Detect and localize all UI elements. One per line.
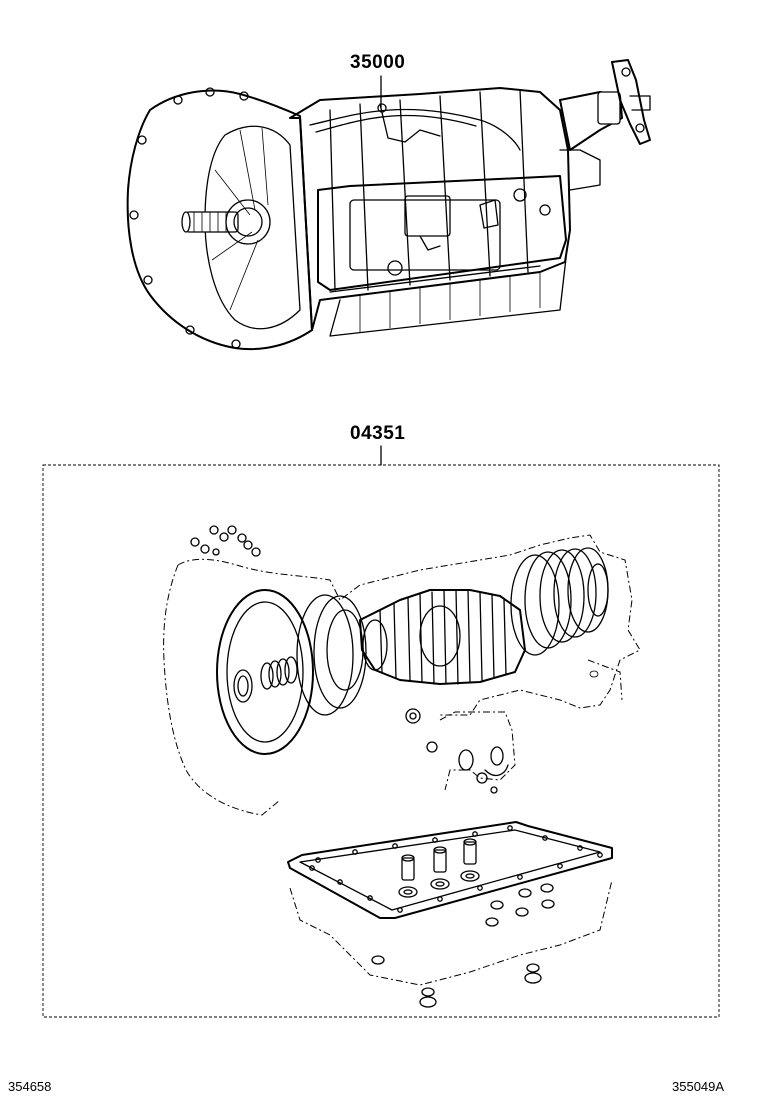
transmission-assembly-illustration [126, 59, 651, 351]
kit-dashed-border [42, 464, 720, 1018]
drain-plug-gaskets [419, 963, 542, 1008]
oil-pan-gasket [287, 821, 613, 919]
snap-rings [296, 594, 367, 716]
phantom-oil-pan [289, 879, 613, 986]
footer-right-code: 355049A [672, 1079, 725, 1094]
output-yoke [611, 59, 651, 145]
callout-35000: 35000 [350, 52, 406, 73]
valve-body-seals [405, 708, 516, 794]
valve-body-cover [349, 199, 501, 271]
pump-gasket [216, 589, 314, 755]
footer-left-code: 354658 [8, 1079, 52, 1094]
phantom-case-outline [177, 534, 641, 716]
piston-seal-rings [510, 547, 609, 656]
transmission-case [289, 87, 571, 331]
clutch-pack [359, 589, 526, 685]
oil-seal [233, 669, 253, 703]
filter-seals [398, 838, 480, 898]
small-o-rings [190, 525, 261, 557]
callout-04351: 04351 [350, 423, 406, 444]
overhaul-kit-illustration [42, 445, 720, 1018]
